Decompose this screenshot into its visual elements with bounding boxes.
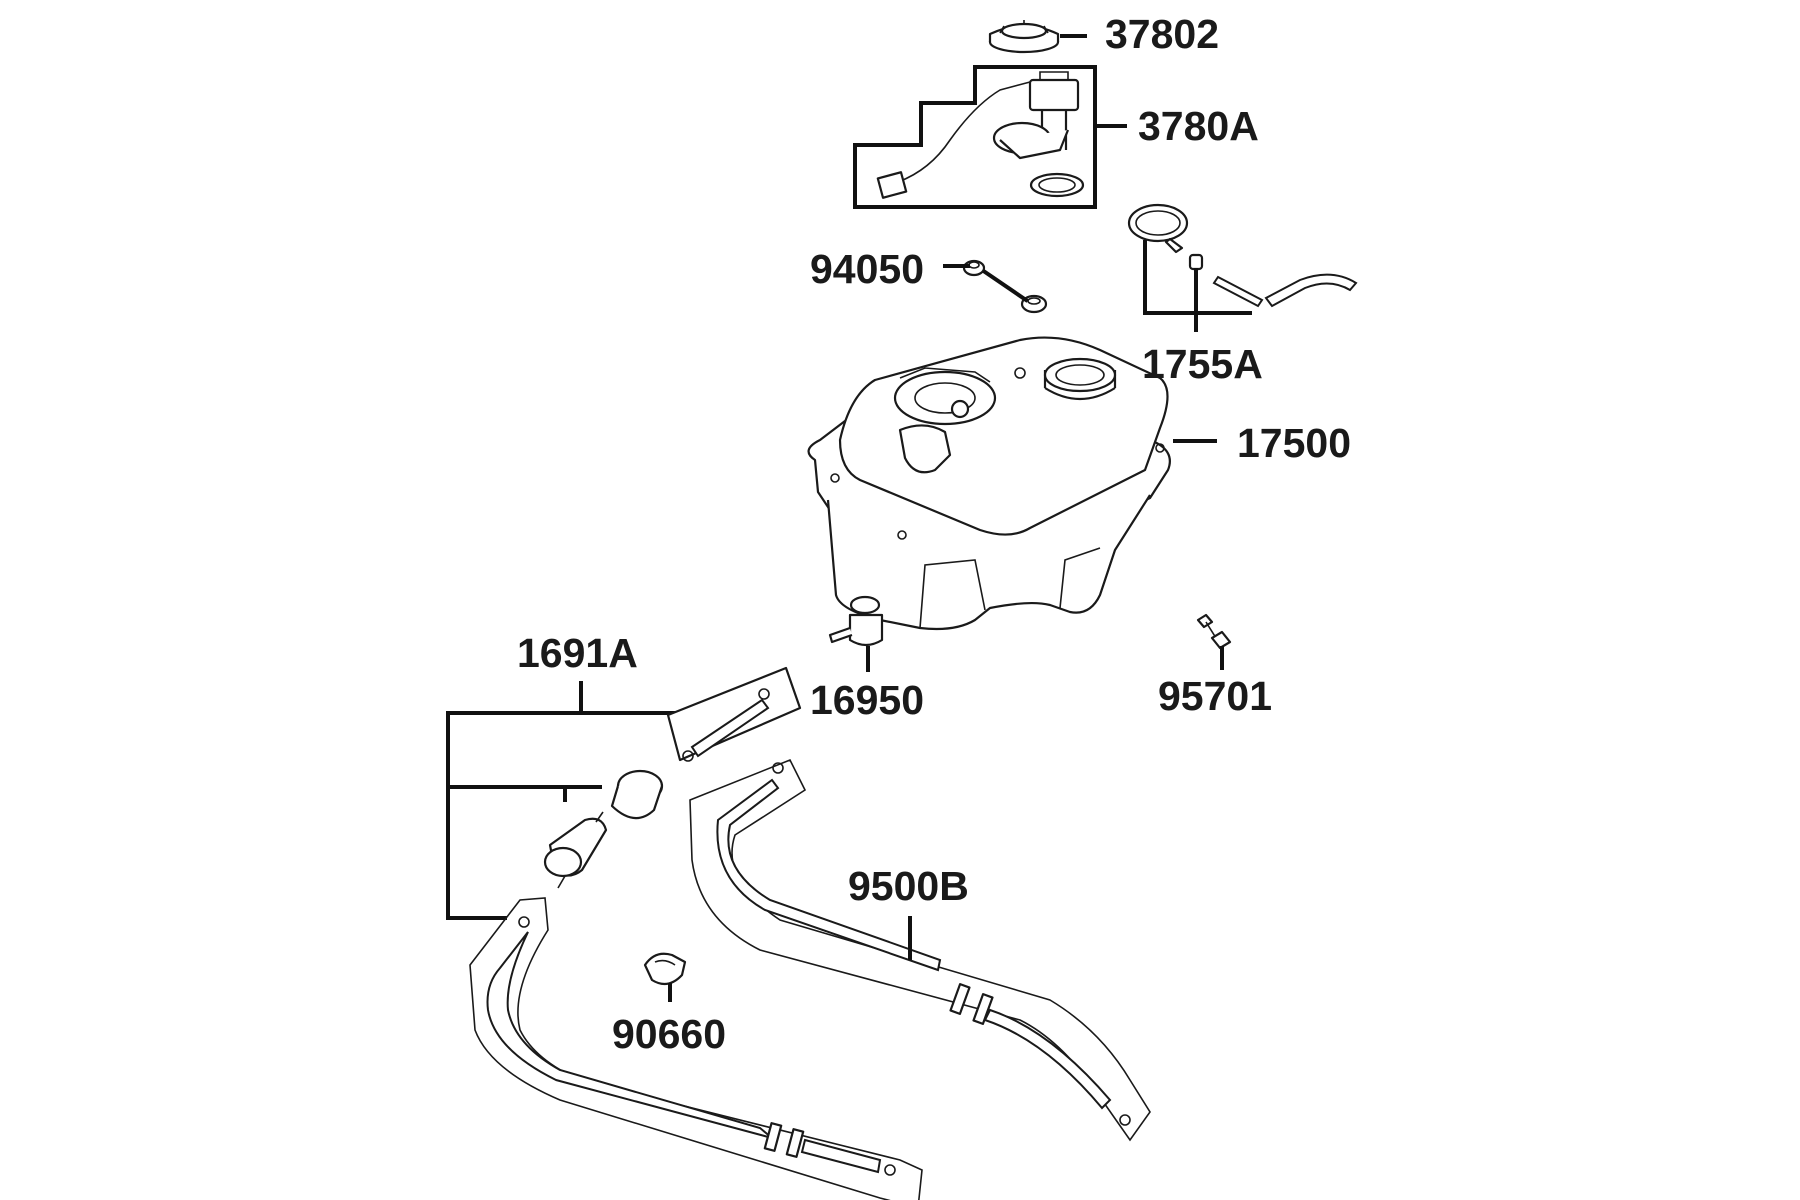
part-17500-fuel-tank xyxy=(807,336,1217,631)
label-1691A: 1691A xyxy=(517,630,638,676)
label-1755A: 1755A xyxy=(1142,341,1263,387)
label-95701: 95701 xyxy=(1158,673,1272,719)
label-3780A: 3780A xyxy=(1138,103,1259,149)
label-37802: 37802 xyxy=(1105,11,1219,57)
part-90660-hose-clamp xyxy=(643,952,687,1002)
part-94050-nuts xyxy=(943,259,1048,314)
part-9500B-fuel-hose xyxy=(689,758,1151,1142)
part-95701-bolt xyxy=(1196,613,1232,670)
label-16950: 16950 xyxy=(810,677,924,723)
label-90660: 90660 xyxy=(612,1011,726,1057)
part-37802-lock-ring xyxy=(988,20,1060,54)
label-94050: 94050 xyxy=(810,246,924,292)
label-17500: 17500 xyxy=(1237,420,1351,466)
part-lower-fuel-hose xyxy=(469,897,923,1200)
label-9500B: 9500B xyxy=(848,863,969,909)
part-1691A-fuel-filter-set xyxy=(446,666,802,920)
part-3780A-fuel-pump-group xyxy=(853,65,1097,209)
part-16950-fuel-valve xyxy=(828,595,884,672)
part-1755A-breather-hose-set xyxy=(1127,203,1358,332)
